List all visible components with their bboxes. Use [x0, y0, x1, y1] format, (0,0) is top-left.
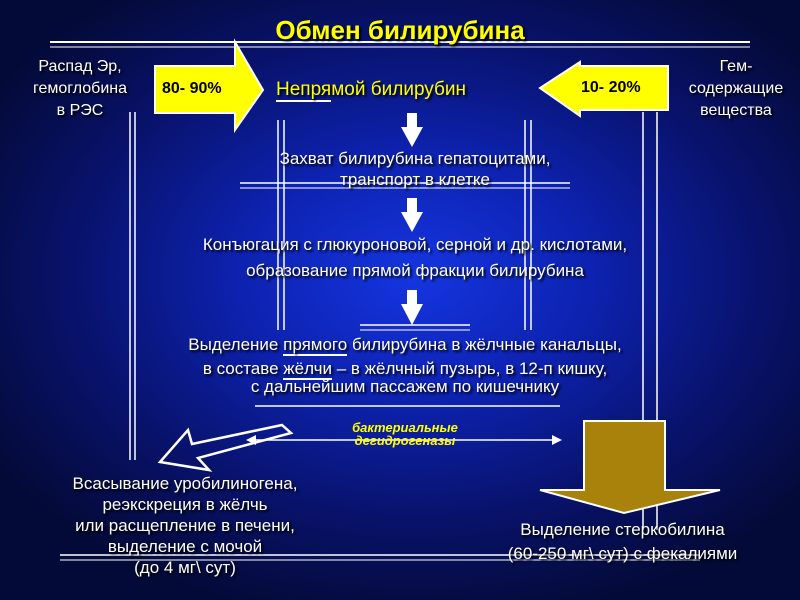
right-source-line1: Гем-	[719, 58, 753, 75]
left-bottom-line3: или расщепление в печени,	[75, 516, 295, 535]
right-source-text: Гем- содержащие вещества	[672, 56, 800, 122]
left-percent-arrow	[154, 38, 265, 134]
left-percent-label: 80- 90%	[162, 80, 222, 97]
indirect-post: билирубин	[365, 79, 466, 100]
flow-arrow-1	[401, 113, 423, 147]
step2-line1: Конъюгация с глюкуроновой, серной и др. …	[202, 235, 628, 254]
stercobilin-arrow	[539, 420, 721, 515]
indirect-pre: Непря	[276, 79, 332, 102]
right-source-line3: вещества	[700, 102, 772, 119]
step1-line2: транспорт в клетке	[340, 170, 490, 189]
left-source-line1: Распад Эр,	[38, 58, 122, 75]
indirect-mid: мой	[331, 79, 366, 100]
page-title: Обмен билирубина	[275, 15, 525, 45]
left-bottom-line1: Всасывание уробилиногена,	[72, 474, 298, 493]
bacterial-line1: бактериальные	[352, 420, 458, 435]
right-bottom-line1: Выделение стеркобилина	[520, 520, 725, 539]
flow-arrow-3	[401, 290, 423, 325]
step3-line2b: жёлчи	[283, 359, 333, 380]
right-percent-arrow	[538, 60, 669, 118]
left-bottom-line5: (до 4 мг\ сут)	[134, 558, 236, 577]
bacterial-line2: дегидрогеназы	[354, 433, 456, 448]
step3-pre: Выделение	[188, 335, 284, 354]
step3-under: прямого	[283, 335, 348, 356]
left-source-text: Распад Эр, гемоглобина в РЭС	[0, 56, 160, 122]
step3-post: билирубина в жёлчные канальцы,	[347, 335, 622, 354]
right-bottom-text: Выделение стеркобилина (60-250 мг\ сут) …	[445, 518, 800, 566]
bacterial-label: бактериальные дегидрогеназы	[330, 421, 480, 447]
step3-line2a: в составе	[202, 359, 284, 378]
left-source-line3: в РЭС	[56, 102, 104, 119]
step1-line1: Захват билирубина гепатоцитами,	[279, 149, 551, 168]
left-bottom-line2: реэкскреция в жёлчь	[102, 495, 268, 514]
step3-line1: Выделение прямого билирубина в жёлчные к…	[0, 335, 800, 356]
step3-line2: в составе жёлчи – в жёлчный пузырь, в 12…	[0, 359, 800, 380]
right-percent-label: 10- 20%	[581, 79, 641, 96]
left-source-line2: гемоглобина	[32, 80, 127, 97]
indirect-bilirubin: Непрямой билирубин	[276, 79, 466, 102]
step3-line2c: – в жёлчный пузырь, в 12-п кишку,	[332, 359, 608, 378]
left-bottom-text: Всасывание уробилиногена, реэкскреция в …	[0, 473, 370, 578]
step2-line2: образование прямой фракции билирубина	[246, 261, 584, 280]
right-bottom-line2: (60-250 мг\ сут) с фекалиями	[507, 544, 738, 563]
flow-arrow-2	[401, 198, 423, 232]
absorption-arrow	[157, 423, 294, 472]
right-source-line2: содержащие	[688, 80, 784, 97]
step3-line3: с дальнейшим пассажем по кишечнику	[250, 377, 560, 396]
left-bottom-line4: выделение с мочой	[107, 537, 263, 556]
